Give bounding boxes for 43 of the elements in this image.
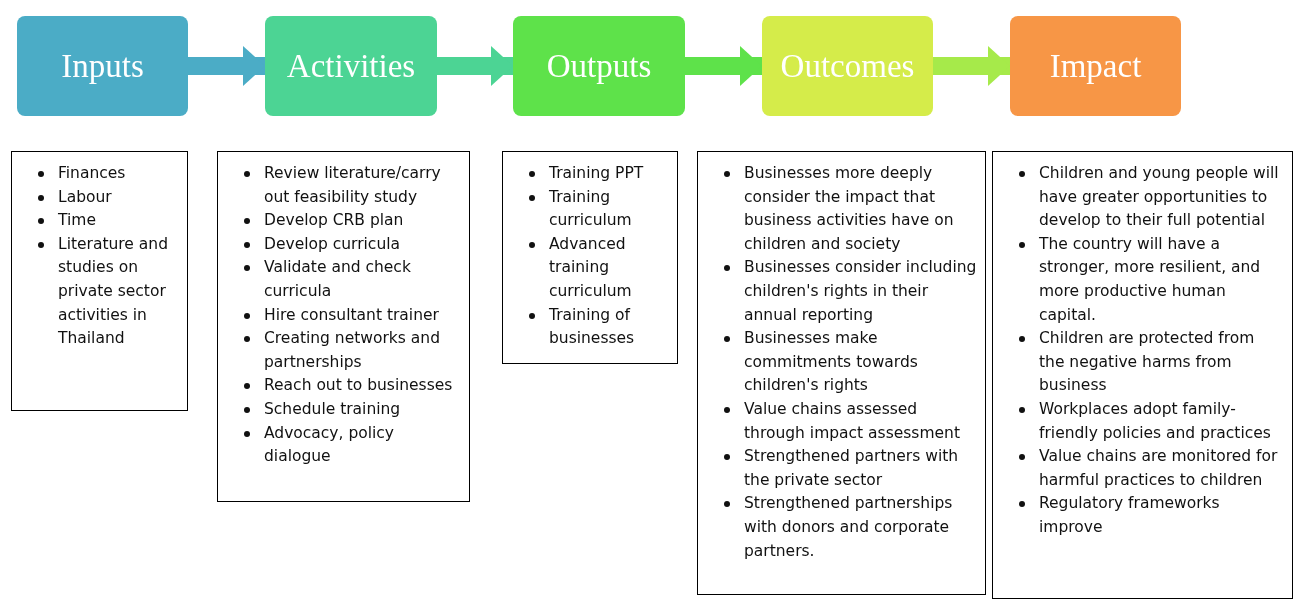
block-arrow: [188, 46, 265, 86]
bullet-list-box: [11, 151, 188, 411]
list-item: Labour: [58, 187, 112, 206]
list-item: Businesses more deeply consider the impact that business activities have on children and society: [744, 164, 954, 253]
list-item: The country will have a stronger, more resilient, and more productive human capital.: [1039, 234, 1261, 324]
list-item: Strengthened partnerships with donors and corporate partners.: [744, 494, 953, 560]
list-item: Children are protected from the negative harms from business: [1039, 329, 1255, 395]
stage-header-box: Activities: [265, 16, 437, 116]
list-item: Literature and studies on private sector activities in Thailand: [58, 234, 168, 348]
list-item: Advocacy, policy dialogue: [264, 423, 395, 466]
stage-header-box: Outputs: [513, 16, 685, 116]
list-item: Training of businesses: [549, 305, 635, 348]
list-item: Schedule training: [264, 399, 401, 418]
block-arrow: [933, 46, 1010, 86]
stage-header-box: Impact: [1010, 16, 1181, 116]
list-item: Creating networks and partnerships: [264, 329, 440, 371]
list-item: Regulatory frameworks improve: [1039, 494, 1220, 536]
list-item: Training curriculum: [549, 187, 632, 230]
list-item: Children and young people will have greater opportunities to develop to their full potential: [1039, 164, 1279, 230]
list-item: Training PPT: [549, 164, 644, 182]
list-item: Develop CRB plan: [264, 211, 404, 230]
list-item: Time: [58, 211, 96, 230]
list-item: Validate and check curricula: [264, 258, 411, 300]
list-item: Workplaces adopt family-friendly policies and practices: [1039, 399, 1271, 442]
stage-header-box: Inputs: [17, 16, 188, 116]
list-item: Value chains are monitored for harmful practices to children: [1039, 447, 1278, 489]
block-arrow: [685, 46, 762, 86]
list-item: Value chains assessed through impact assessment: [744, 399, 960, 442]
bullet-list-box: [502, 151, 678, 364]
list-item: Develop curricula: [264, 234, 400, 253]
bullet-list-box: [992, 151, 1293, 599]
list-item: Businesses make commitments towards children's rights: [744, 329, 918, 395]
list-item: Advanced training curriculum: [549, 234, 632, 300]
stage-header-box: Outcomes: [762, 16, 933, 116]
list-item: Reach out to businesses: [264, 376, 453, 395]
block-arrow: [437, 46, 513, 86]
list-item: Hire consultant trainer: [264, 305, 439, 324]
list-item: Finances: [58, 164, 126, 182]
list-item: Strengthened partners with the private sector: [744, 447, 959, 489]
list-item: Review literature/carry out feasibility study: [264, 164, 441, 206]
bullet-list-box: [217, 151, 470, 502]
bullet-list-box: [697, 151, 986, 595]
list-item: Businesses consider including children's rights in their annual reporting: [744, 258, 977, 324]
